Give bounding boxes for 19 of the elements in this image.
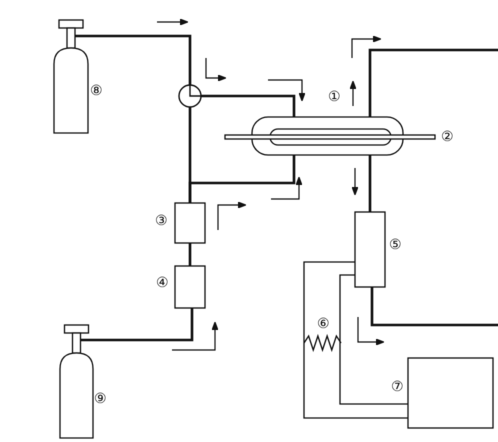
callout-number: ③ [155, 214, 168, 228]
pipe [201, 94, 296, 117]
callout-number: ⑤ [389, 238, 402, 252]
callout-number: ⑦ [391, 380, 404, 394]
pipe [188, 155, 296, 203]
pipe [370, 287, 498, 326]
pipe [188, 243, 192, 266]
callout-number: ② [441, 130, 454, 144]
pipe [75, 34, 192, 85]
callout-number: ⑨ [94, 392, 107, 406]
callout-number: ④ [156, 276, 169, 290]
pipe [368, 155, 372, 212]
pipe [80, 308, 194, 342]
callout-number: ① [328, 90, 341, 104]
callout-number: ⑧ [90, 84, 103, 98]
pipe [368, 48, 498, 117]
wire [303, 261, 408, 419]
wire [339, 274, 408, 405]
callout-number: ⑥ [317, 317, 330, 331]
